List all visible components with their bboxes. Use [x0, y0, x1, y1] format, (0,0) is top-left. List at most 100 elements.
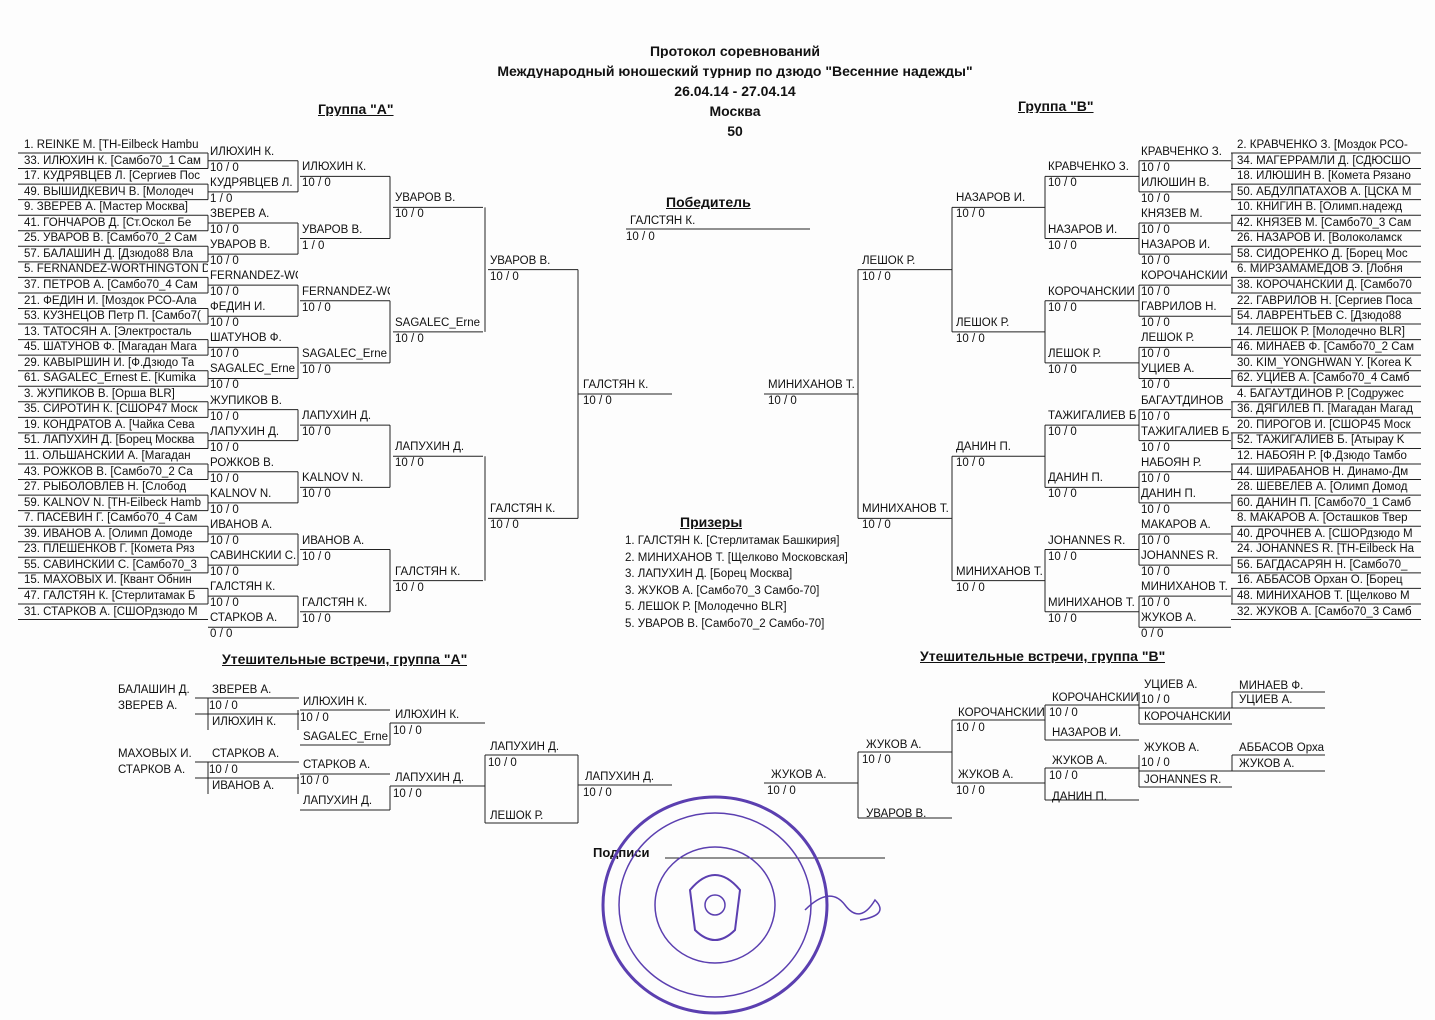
consolation-b-entry: 10 / 0 — [767, 785, 796, 797]
consolation-a-entry: СТАРКОВ А. — [303, 759, 371, 771]
participant-entry: 20. ПИРОГОВ И. [СШОР45 Моск — [1237, 418, 1411, 431]
consolation-a-entry: ИЛЮХИН К. — [395, 709, 460, 721]
match-winner-name: ЖУКОВ А. — [1141, 612, 1197, 625]
participant-entry: 17. КУДРЯВЦЕВ Л. [Сергиев Пос — [24, 170, 200, 183]
signature-label: Подписи — [593, 846, 650, 859]
match-winner-name: ИВАНОВ А. — [210, 518, 273, 531]
match-winner-name: ЛЕШОК Р. — [956, 316, 1010, 329]
participant-entry: 24. JOHANNES R. [TH-Eilbeck Ha — [1237, 543, 1415, 556]
participant-entry: 48. МИНИХАНОВ Т. [Щелково М — [1237, 589, 1410, 602]
match-score: 10 / 0 — [210, 379, 239, 392]
match-winner-name: НАБОЯН Р. — [1141, 456, 1202, 469]
match-winner-name: ЛЕШОК Р. — [1141, 332, 1195, 345]
match-score: 10 / 0 — [1048, 612, 1077, 625]
consolation-a-entry: 10 / 0 — [488, 757, 517, 769]
participant-entry: 51. ЛАПУХИН Д. [Борец Москва — [24, 434, 195, 447]
consolation-b-entry: ЖУКОВ А. — [958, 769, 1014, 781]
consolation-b-entry: 10 / 0 — [1049, 707, 1078, 719]
match-winner-name: ТАЖИГАЛИЕВ Б — [1048, 410, 1137, 423]
match-winner-name: ДАНИН П. — [1048, 472, 1103, 485]
consolation-b-entry: КОРОЧАНСКИЙ — [1052, 692, 1139, 704]
match-winner-name: FERNANDEZ-WO — [302, 285, 390, 298]
participant-entry: 37. ПЕТРОВ А. [Самбо70_4 Сам — [24, 278, 198, 291]
match-score: 10 / 0 — [1048, 177, 1077, 190]
participant-entry: 53. КУЗНЕЦОВ Петр П. [Самбо7( — [24, 310, 201, 323]
consolation-a-entry: ЗВЕРЕВ А. — [118, 700, 178, 712]
participant-entry: 14. ЛЕШОК Р. [Молодечно BLR] — [1237, 325, 1405, 338]
participant-entry: 57. БАЛАШИН Д. [Дзюдо88 Вла — [24, 247, 193, 260]
consolation-a-entry: ЛАПУХИН Д. — [303, 795, 373, 807]
group-b-title: Группа "В" — [1018, 100, 1094, 113]
participant-entry: 39. ИВАНОВ А. [Олимп Домоде — [24, 527, 193, 540]
signature-scribble — [804, 895, 881, 921]
semifinal-score: 10 / 0 — [583, 395, 612, 408]
match-score: 10 / 0 — [1141, 597, 1170, 610]
participant-entry: 2. КРАВЧЕНКО З. [Моздок РСО- — [1237, 139, 1408, 151]
match-score: 10 / 0 — [210, 410, 239, 423]
participant-entry: 62. УЦИЕВ А. [Самбо70_4 Самб — [1237, 372, 1410, 385]
participant-entry: 40. ДРОЧНЕВ А. [СШОРдзюдо М — [1237, 527, 1413, 540]
consolation-a-entry: 10 / 0 — [583, 787, 612, 799]
consolation-b-title: Утешительные встречи, группа "В" — [920, 650, 1166, 663]
match-winner-name: JOHANNES R. — [1048, 534, 1126, 547]
match-winner-name: ГАЛСТЯН К. — [210, 581, 276, 594]
match-score: 10 / 0 — [210, 472, 239, 485]
participant-entry: 11. ОЛЬШАНСКИЙ А. [Магадан — [24, 450, 191, 462]
match-winner-name: FERNANDEZ-WO — [210, 270, 298, 283]
group-a-title: Группа "А" — [318, 103, 394, 116]
match-winner-name: ТАЖИГАЛИЕВ Б — [1141, 425, 1230, 438]
consolation-b-entry: НАЗАРОВ И. — [1052, 727, 1122, 739]
participant-entry: 54. ЛАВРЕНТЬЕВ С. [Дзюдо88 — [1237, 310, 1402, 323]
match-winner-name: ГАЛСТЯН К. — [395, 565, 461, 578]
match-winner-name: KALNOV N. — [210, 487, 272, 500]
consolation-a-entry: 10 / 0 — [300, 712, 329, 724]
participant-entry: 29. КАВЫРШИН И. [Ф.Дзюдо Та — [24, 356, 195, 369]
consolation-a-entry: SAGALEC_Erne — [303, 731, 389, 743]
match-winner-name: УВАРОВ В. — [210, 239, 271, 252]
match-score: 10 / 0 — [210, 161, 239, 174]
match-score: 10 / 0 — [302, 612, 331, 625]
participant-entry: 23. ПЛЕШЕНКОВ Г. [Комета Ряз — [24, 543, 195, 556]
participant-entry: 8. МАКАРОВ А. [Осташков Твер — [1237, 512, 1408, 525]
match-score: 10 / 0 — [302, 426, 331, 439]
match-score: 10 / 0 — [1048, 488, 1077, 501]
consolation-a-entry: ЛАПУХИН Д. — [490, 741, 560, 753]
match-score: 10 / 0 — [210, 317, 239, 330]
match-score: 10 / 0 — [1048, 301, 1077, 314]
match-score: 10 / 0 — [490, 270, 519, 283]
semifinal-winner-name: МИНИХАНОВ Т. — [768, 379, 855, 392]
match-winner-name: УВАРОВ В. — [395, 192, 456, 205]
match-winner-name: СТАРКОВ А. — [210, 612, 278, 625]
participant-entry: 60. ДАНИН П. [Самбо70_1 Самб — [1237, 496, 1412, 509]
match-winner-name: ИВАНОВ А. — [302, 534, 365, 547]
winner-title: Победитель — [666, 196, 751, 209]
match-score: 10 / 0 — [395, 332, 424, 345]
participant-entry: 38. КОРОЧАНСКИЙ Д. [Самбо70 — [1237, 278, 1412, 291]
match-winner-name: ЛАПУХИН Д. — [302, 410, 372, 423]
match-winner-name: МИНИХАНОВ Т. — [862, 503, 949, 516]
consolation-a-entry: ИВАНОВ А. — [212, 780, 275, 792]
participant-entry: 18. ИЛЮШИН В. [Комета Рязано — [1237, 170, 1411, 183]
consolation-a-entry: 10 / 0 — [209, 700, 238, 712]
match-score: 10 / 0 — [1141, 534, 1170, 547]
participant-entry: 1. REINKE M. [TH-Eilbeck Hambu — [24, 139, 199, 151]
match-winner-name: SAGALEC_Erne — [302, 347, 388, 360]
consolation-a-entry: ЗВЕРЕВ А. — [212, 684, 272, 696]
match-score: 10 / 0 — [956, 208, 985, 221]
participant-entry: 21. ФЕДИН И. [Моздок РСО-Ала — [24, 294, 197, 307]
match-winner-name: КРАВЧЕНКО З. — [1048, 161, 1129, 174]
match-score: 10 / 0 — [862, 270, 891, 283]
match-score: 10 / 0 — [210, 441, 239, 454]
tournament-name: Международный юношеский турнир по дзюдо … — [497, 65, 973, 78]
match-score: 10 / 0 — [210, 348, 239, 361]
match-score: 10 / 0 — [1141, 348, 1170, 361]
match-score: 10 / 0 — [490, 519, 519, 532]
consolation-a-entry: ЛЕШОК Р. — [490, 810, 544, 822]
participant-entry: 42. КНЯЗЕВ М. [Самбо70_3 Сам — [1237, 216, 1412, 229]
match-score: 10 / 0 — [1141, 503, 1170, 516]
match-winner-name: КОРОЧАНСКИЙ — [1141, 270, 1228, 283]
semifinal-score: 10 / 0 — [768, 395, 797, 408]
prize-entry: 5. УВАРОВ В. [Самбо70_2 Самбо-70] — [625, 617, 825, 630]
participant-entry: 61. SAGALEC_Ernest E. [Kumika — [24, 372, 196, 385]
match-score: 0 / 0 — [1141, 628, 1164, 641]
